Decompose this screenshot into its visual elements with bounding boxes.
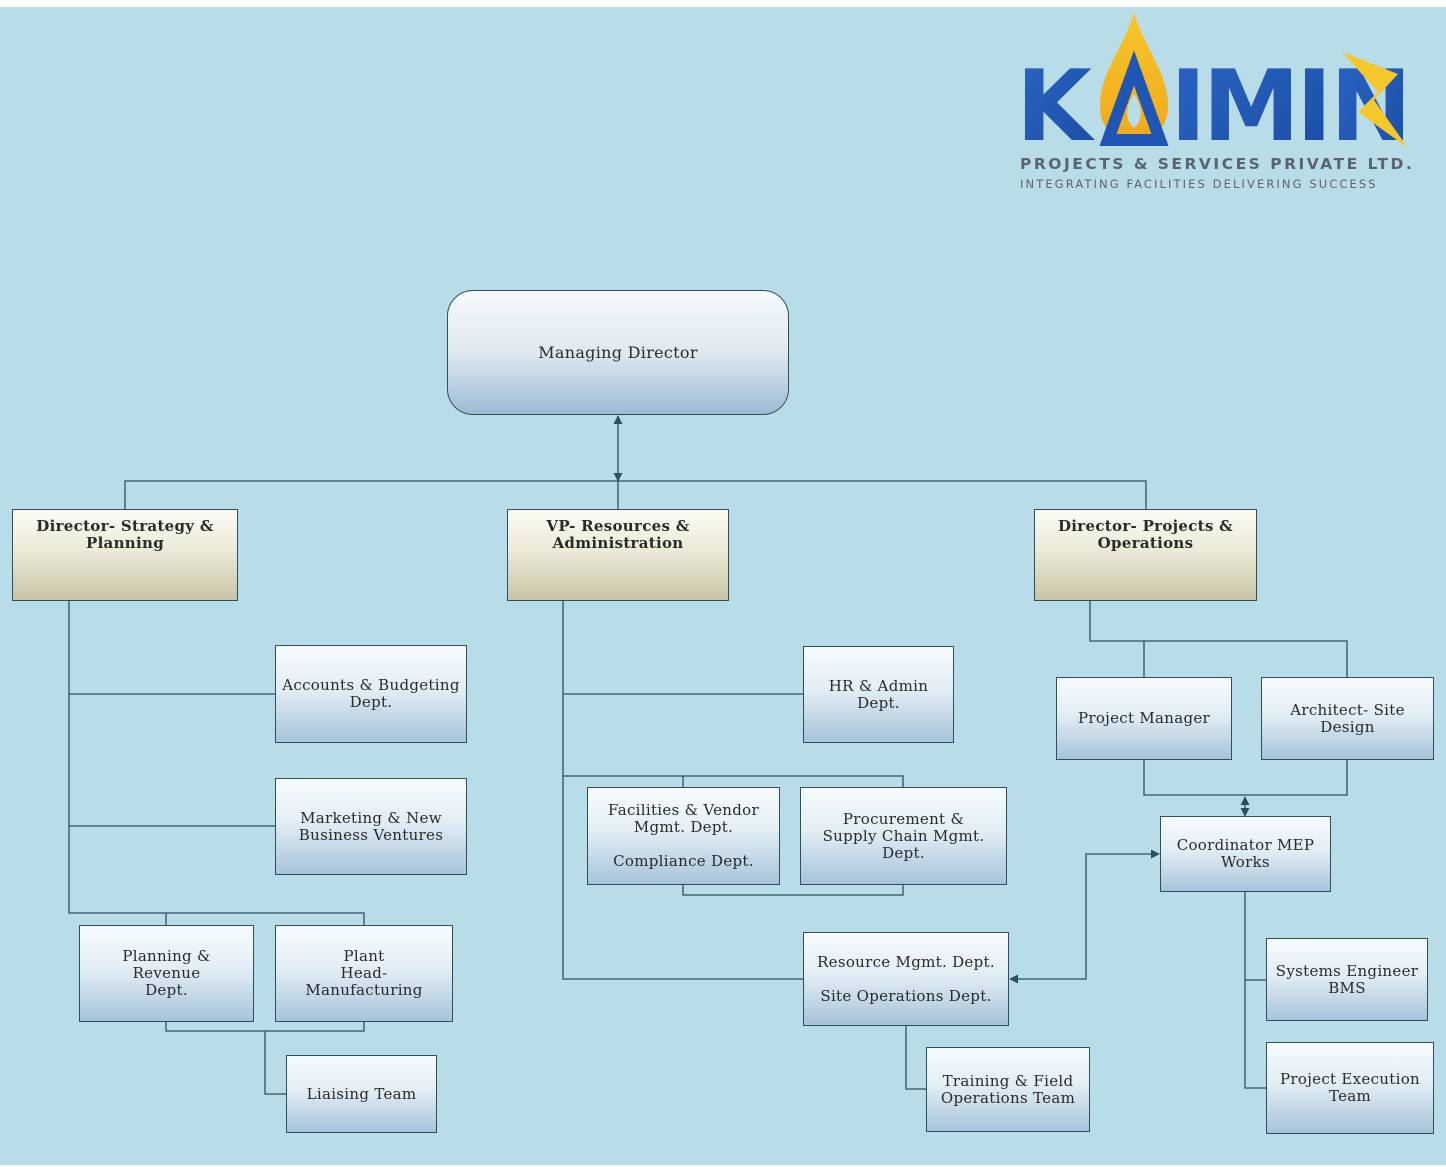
strategy-trunk xyxy=(68,601,365,925)
facilities-vendor-label: Facilities & Vendor Mgmt. Dept. Complian… xyxy=(608,801,759,870)
director-projects-box[interactable]: Director- Projects & Operations xyxy=(1034,509,1257,601)
accounts-dept-box[interactable]: Accounts & Budgeting Dept. xyxy=(275,645,467,743)
project-manager-label: Project Manager xyxy=(1077,709,1211,727)
training-field-label: Training & Field Operations Team xyxy=(940,1071,1076,1107)
systems-engineer-label: Systems Engineer BMS xyxy=(1275,961,1419,997)
svg-text:IMI: IMI xyxy=(1170,50,1328,164)
facilities-vendor-box[interactable]: Facilities & Vendor Mgmt. Dept. Complian… xyxy=(587,787,780,885)
marketing-label: Marketing & New Business Ventures xyxy=(298,808,444,844)
planning-revenue-box[interactable]: Planning & Revenue Dept. xyxy=(79,925,254,1022)
marketing-box[interactable]: Marketing & New Business Ventures xyxy=(275,778,467,875)
vp-resources-label: VP- Resources & Administration xyxy=(546,517,690,552)
architect-box[interactable]: Architect- Site Design xyxy=(1261,677,1434,760)
procurement-box[interactable]: Procurement & Supply Chain Mgmt. Dept. xyxy=(800,787,1007,885)
resource-mgmt-box[interactable]: Resource Mgmt. Dept. Site Operations Dep… xyxy=(803,932,1009,1026)
liaising-team-label: Liaising Team xyxy=(306,1084,417,1103)
accounts-dept-label: Accounts & Budgeting Dept. xyxy=(282,676,460,711)
kaimin-wordmark-icon: K IMI N xyxy=(1016,12,1412,164)
svg-text:K: K xyxy=(1016,50,1095,164)
systems-engineer-box[interactable]: Systems Engineer BMS xyxy=(1266,938,1428,1021)
coordinator-resource-link xyxy=(1009,849,1160,984)
project-execution-label: Project Execution Team xyxy=(1280,1070,1420,1105)
vp-resources-box[interactable]: VP- Resources & Administration xyxy=(507,509,729,601)
hr-admin-box[interactable]: HR & Admin Dept. xyxy=(803,646,954,743)
director-strategy-label: Director- Strategy & Planning xyxy=(36,517,214,552)
plant-head-label: Plant Head-Manufacturing xyxy=(305,947,423,999)
director-projects-label: Director- Projects & Operations xyxy=(1058,517,1233,552)
resource-mgmt-label: Resource Mgmt. Dept. Site Operations Dep… xyxy=(817,952,995,1005)
project-manager-box[interactable]: Project Manager xyxy=(1056,677,1232,760)
coordinator-mep-box[interactable]: Coordinator MEP Works xyxy=(1160,816,1331,892)
training-field-box[interactable]: Training & Field Operations Team xyxy=(926,1047,1090,1132)
projects-trunk xyxy=(1089,601,1348,677)
managing-director-box[interactable]: Managing Director xyxy=(447,290,789,415)
logo-company-text: PROJECTS & SERVICES PRIVATE LTD. xyxy=(1020,155,1412,173)
plant-head-box[interactable]: Plant Head-Manufacturing xyxy=(275,925,453,1022)
procurement-label: Procurement & Supply Chain Mgmt. Dept. xyxy=(822,809,985,862)
resources-trunk xyxy=(562,601,803,980)
liaising-team-box[interactable]: Liaising Team xyxy=(286,1055,437,1133)
hr-admin-label: HR & Admin Dept. xyxy=(828,676,929,712)
architect-label: Architect- Site Design xyxy=(1290,700,1405,736)
director-strategy-box[interactable]: Director- Strategy & Planning xyxy=(12,509,238,601)
logo-tagline-text: INTEGRATING FACILITIES DELIVERING SUCCES… xyxy=(1020,177,1378,191)
company-logo: K IMI N PROJECTS & SERVICES PRIVATE LTD.… xyxy=(1016,12,1412,191)
project-execution-box[interactable]: Project Execution Team xyxy=(1266,1042,1434,1134)
managing-director-label: Managing Director xyxy=(538,343,698,362)
director-bus xyxy=(124,480,1147,509)
planning-revenue-label: Planning & Revenue Dept. xyxy=(122,947,211,999)
coordinator-mep-label: Coordinator MEP Works xyxy=(1176,836,1315,871)
